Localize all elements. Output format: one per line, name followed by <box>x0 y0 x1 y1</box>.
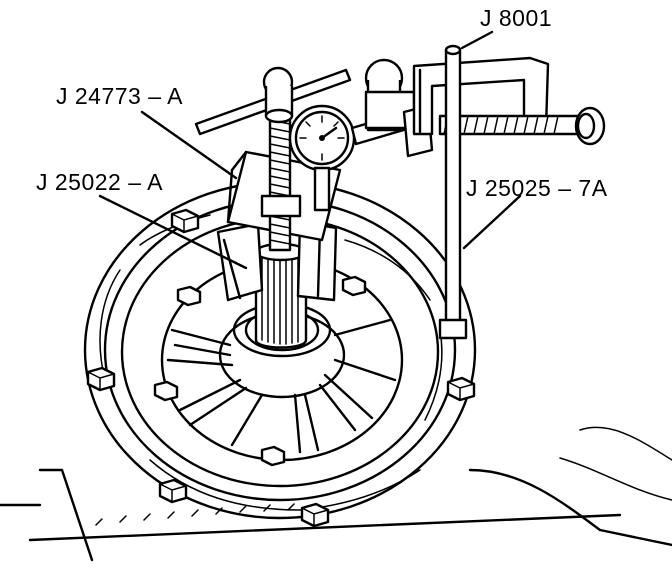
label-j25022a: J 25022 – A <box>36 169 163 195</box>
bolt-bottom-left <box>158 478 188 504</box>
bolt-top-left <box>170 208 200 234</box>
c-clamp-j8001 <box>412 56 606 146</box>
threaded-rod <box>260 108 302 252</box>
label-j24773a: J 24773 – A <box>56 83 183 109</box>
label-j25025-7a: J 25025 – 7A <box>466 175 608 201</box>
bolt-inner-lower <box>153 380 179 402</box>
leader-j8001 <box>460 30 494 50</box>
t-handle <box>194 66 352 136</box>
leader-j24773a <box>140 110 238 180</box>
input-shaft <box>254 242 308 349</box>
bolt-right <box>446 376 476 402</box>
housing-bolts <box>86 208 476 528</box>
label-j8001: J 8001 <box>480 5 552 31</box>
bench-surface <box>0 426 672 562</box>
bolt-left-upper <box>86 366 116 392</box>
post-j25025-7a <box>438 44 468 340</box>
bolt-inner-bottom <box>260 445 286 467</box>
bolt-bottom <box>300 502 330 528</box>
bolt-inner-right <box>341 275 367 297</box>
leader-j25025-7a <box>462 194 522 250</box>
leader-j25022a <box>98 194 248 270</box>
dial-indicator <box>288 104 356 212</box>
leader-lines <box>98 30 522 270</box>
bolt-inner-left <box>176 285 202 307</box>
